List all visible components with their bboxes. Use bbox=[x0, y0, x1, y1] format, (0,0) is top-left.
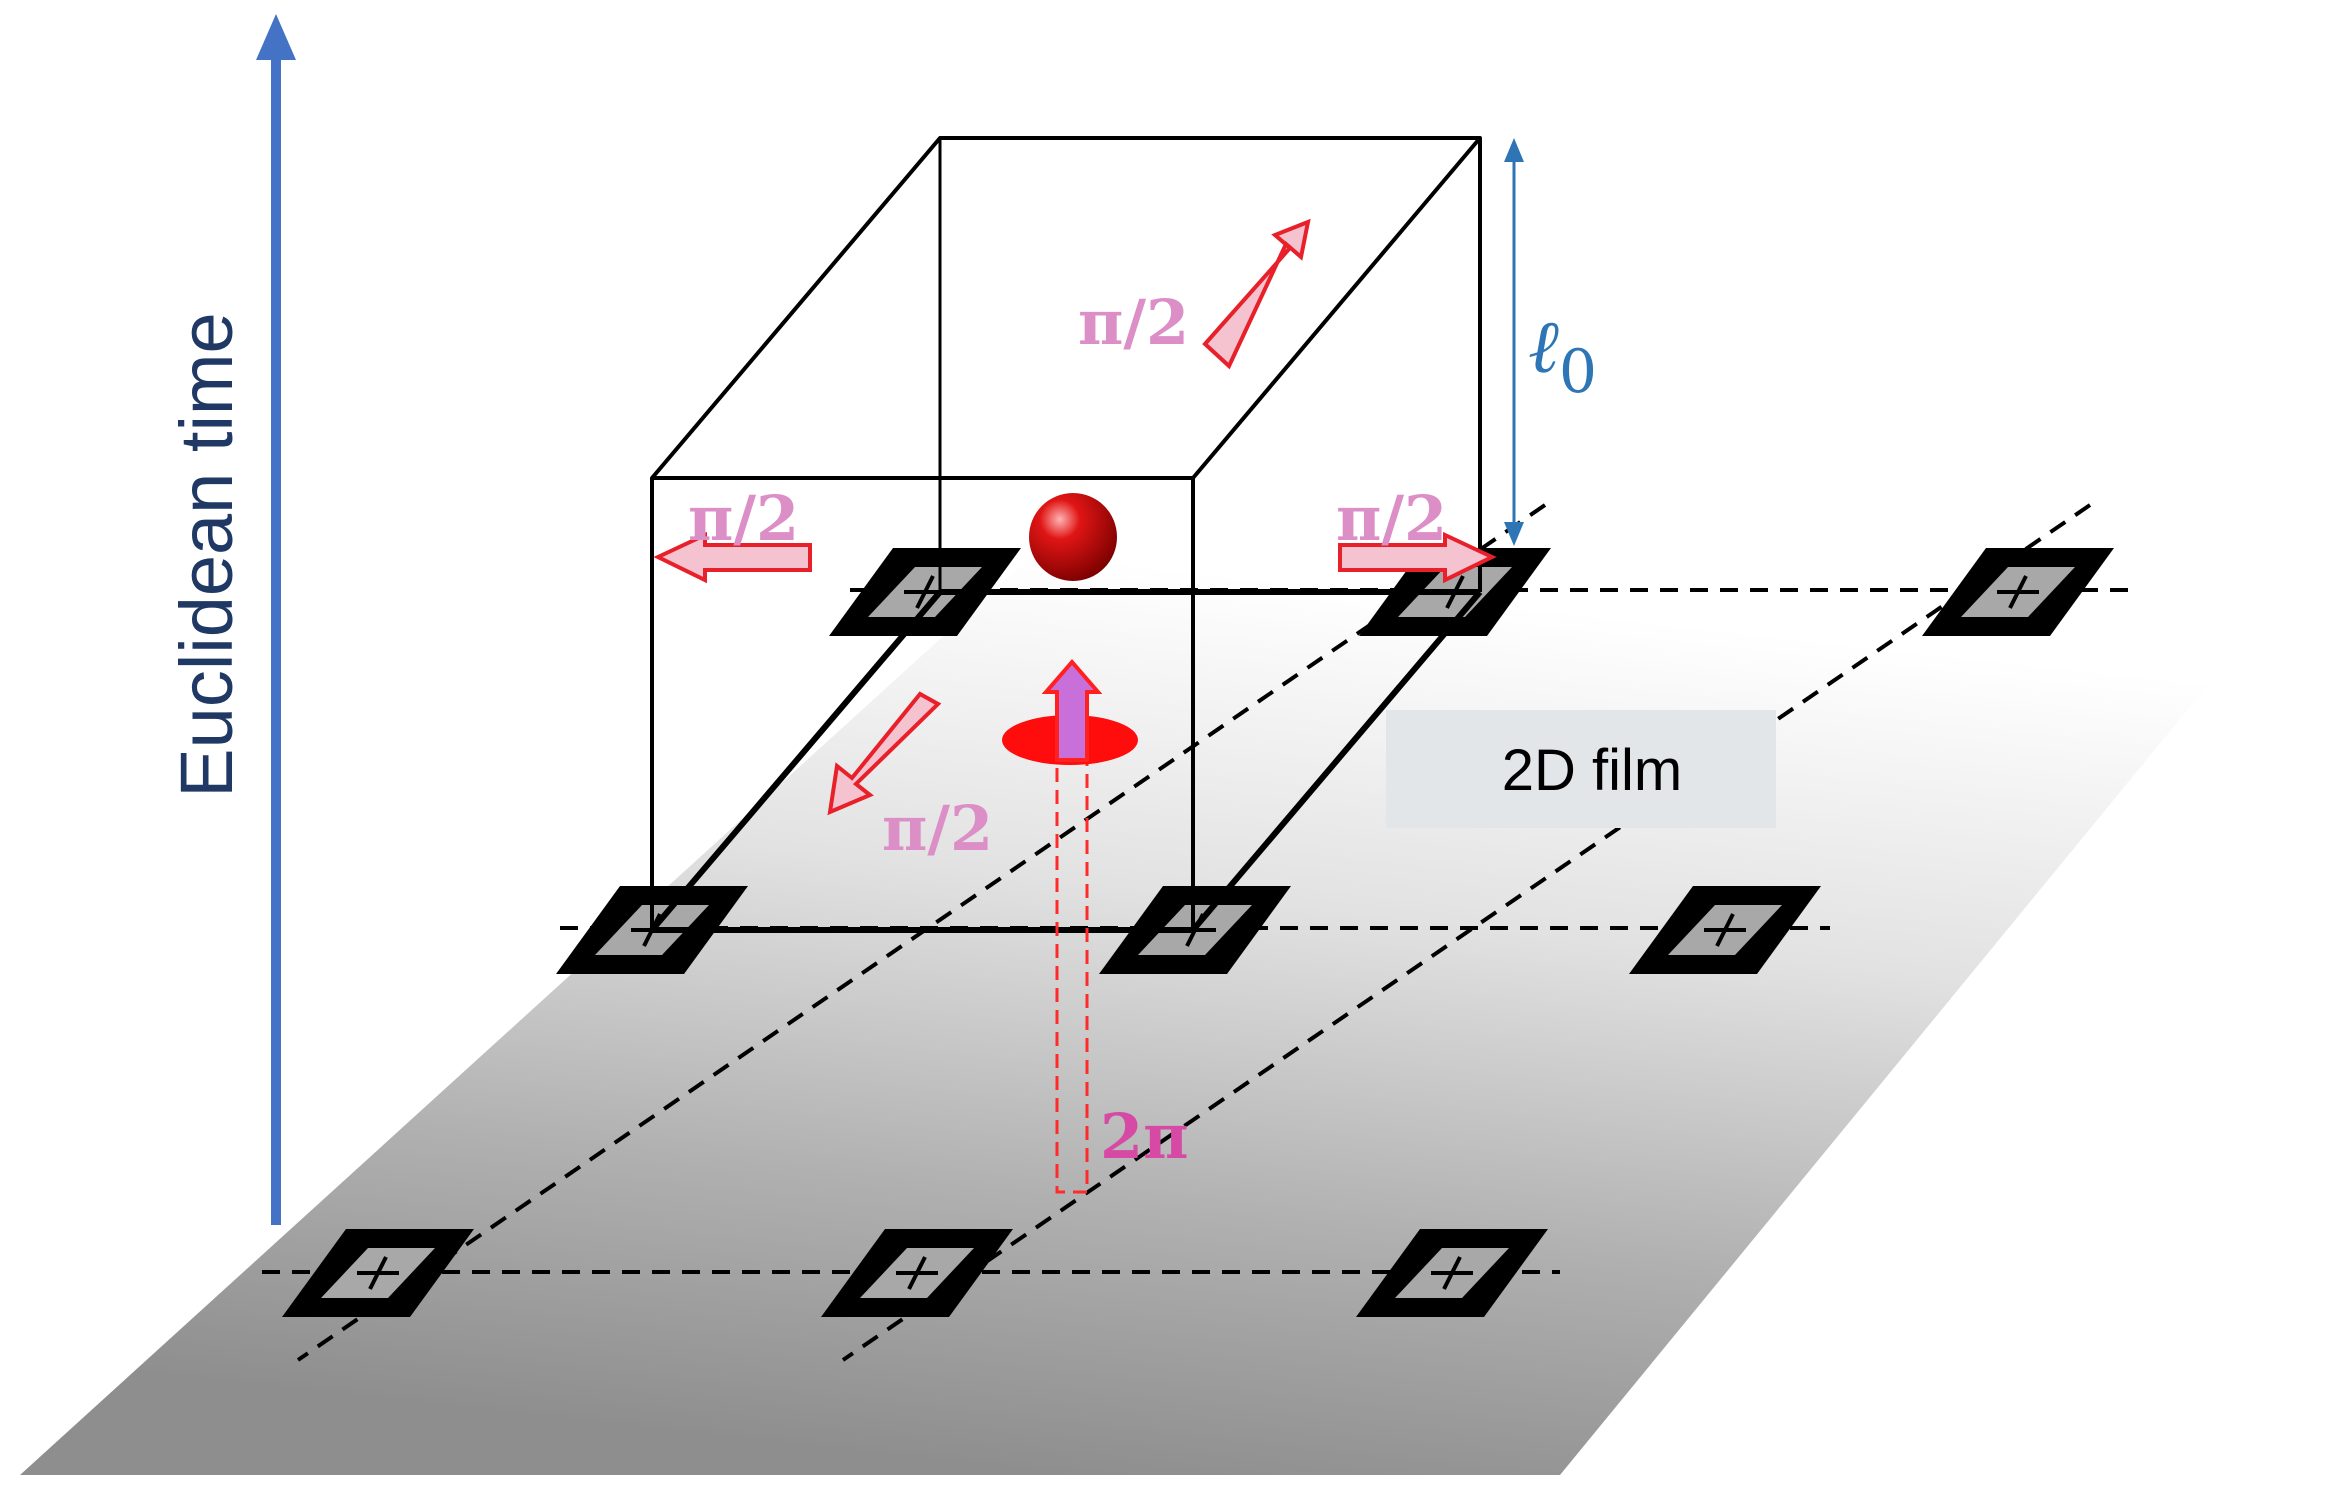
film-label-box bbox=[1386, 710, 1776, 828]
flux-up-arrow bbox=[1041, 658, 1103, 762]
height-symbol: ℓ bbox=[1528, 304, 1559, 390]
height-marker-label: ℓ0 bbox=[1528, 304, 1597, 407]
left-phase-label: π/2 bbox=[688, 482, 799, 555]
top-phase-arrow bbox=[1202, 218, 1311, 370]
flux-tube bbox=[1055, 758, 1089, 1194]
time-axis-label: Euclidean time bbox=[165, 312, 248, 797]
particle bbox=[1029, 493, 1117, 581]
film-label: 2D film bbox=[1502, 738, 1682, 803]
height-marker bbox=[1504, 138, 1524, 546]
time-axis bbox=[256, 14, 296, 1225]
top-phase-label: π/2 bbox=[1078, 286, 1189, 359]
left-phase-arrow bbox=[653, 531, 812, 584]
front-phase-arrow bbox=[827, 691, 942, 816]
front-phase-label: π/2 bbox=[882, 792, 993, 865]
right-phase-arrow bbox=[1338, 531, 1497, 584]
height-subscript: 0 bbox=[1559, 337, 1597, 407]
film-plane bbox=[20, 530, 2335, 1475]
vertical-phase-label: 2π bbox=[1100, 1100, 1189, 1173]
right-phase-label: π/2 bbox=[1336, 482, 1447, 555]
cube-wireframe bbox=[649, 136, 1483, 933]
